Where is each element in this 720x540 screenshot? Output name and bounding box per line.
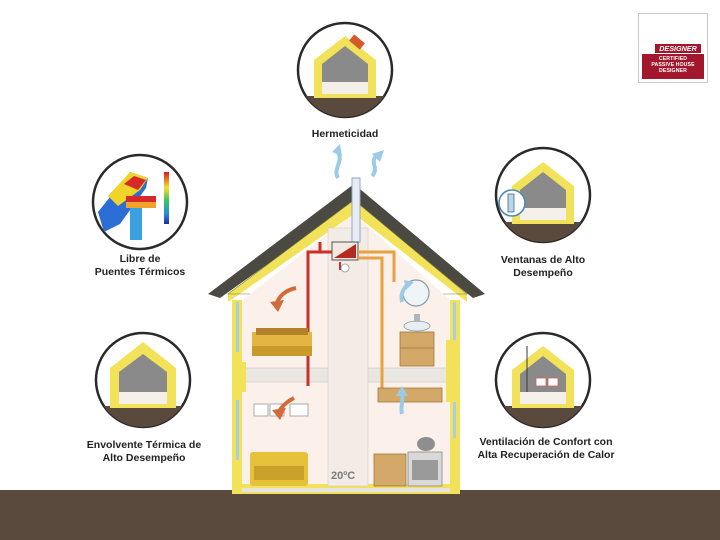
label-windows: Ventanas de Alto Desempeño	[500, 254, 586, 279]
label-airtightness: Hermeticidad	[311, 128, 379, 140]
house-cutaway	[208, 144, 485, 494]
temperature-label: 20ºC	[331, 470, 356, 482]
windows-circle	[494, 146, 592, 244]
thermal-bridges-circle	[91, 153, 189, 251]
certified-passive-house-designer-logo: DESIGNER CERTIFIED PASSIVE HOUSE DESIGNE…	[638, 13, 708, 83]
logo-brand: DESIGNER	[655, 44, 701, 53]
ventilation-circle	[494, 331, 592, 429]
envelope-circle	[94, 331, 192, 429]
label-ventilation: Ventilación de Confort con Alta Recupera…	[477, 436, 615, 461]
logo-line2: PASSIVE HOUSE	[651, 62, 695, 69]
ground	[0, 490, 720, 540]
logo-line1: CERTIFIED	[658, 56, 688, 62]
label-envelope: Envolvente Térmica de Alto Desempeño	[86, 439, 202, 464]
airtightness-circle	[296, 21, 394, 119]
logo-line3: DESIGNER	[659, 68, 687, 75]
label-thermal-bridges: Libre de Puentes Térmicos	[94, 253, 186, 278]
logo-text-block: CERTIFIED PASSIVE HOUSE DESIGNER	[642, 54, 704, 79]
